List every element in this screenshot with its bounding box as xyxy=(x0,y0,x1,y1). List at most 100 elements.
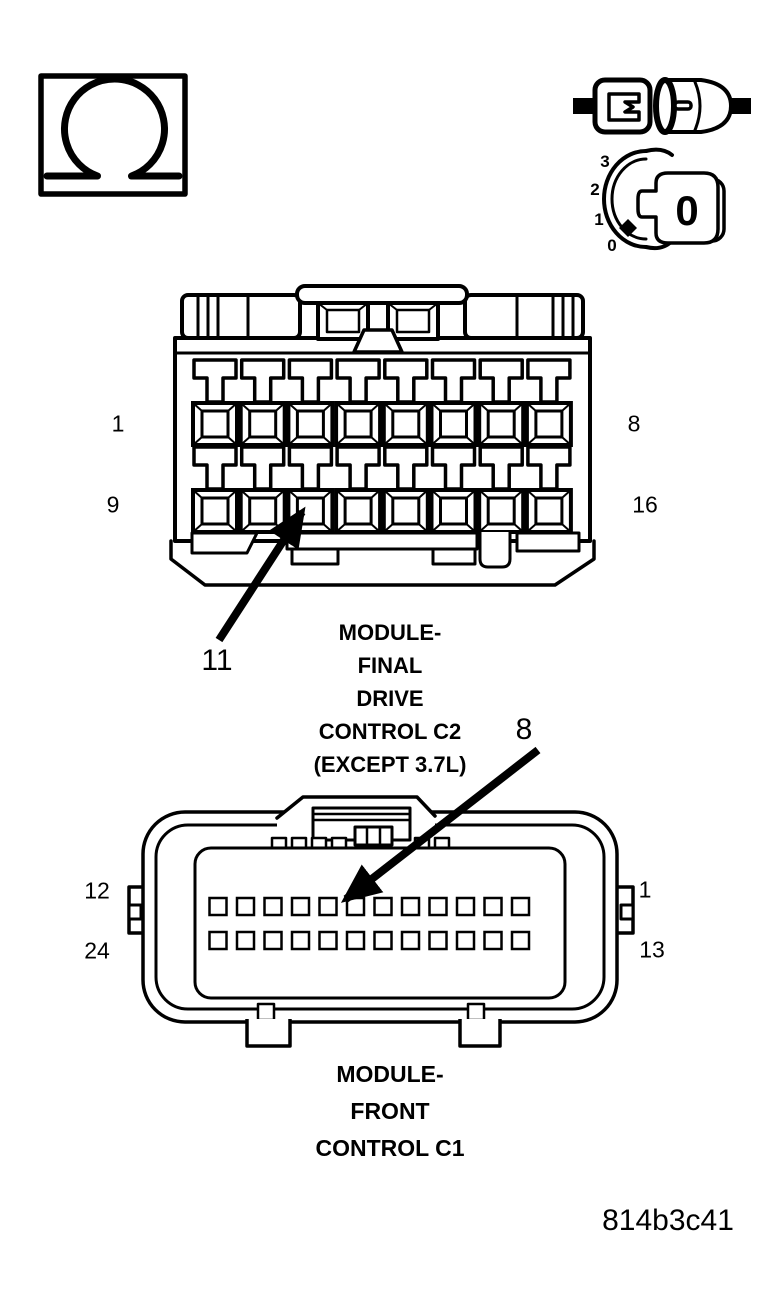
c1-pin xyxy=(373,896,393,917)
c2-terminal-bevel xyxy=(465,489,477,499)
c2-terminal-bevel xyxy=(513,523,524,533)
c1-latch xyxy=(270,795,451,856)
c2-terminal-bevel xyxy=(287,402,299,412)
ignition-position-3: 3 xyxy=(600,152,609,171)
c2-terminal-bevel xyxy=(513,489,524,499)
c2-latch xyxy=(295,284,469,354)
c2-terminal-bevel xyxy=(478,436,489,446)
c2-terminal-bevel xyxy=(240,402,251,412)
c2-terminal-bevel xyxy=(526,523,537,533)
c1-pin-label-12: 12 xyxy=(84,877,110,904)
c2-terminal-bevel xyxy=(513,436,524,446)
c2-terminal-bevel xyxy=(370,436,381,446)
c2-terminal-inner xyxy=(534,496,564,526)
c2-terminal-cells xyxy=(191,358,573,534)
c1-cavity xyxy=(193,846,567,1000)
key-face-number: 0 xyxy=(675,187,698,234)
c2-terminal-bevel xyxy=(561,523,572,533)
c1-title-line-2: FRONT xyxy=(350,1098,430,1124)
c2-terminal-bevel xyxy=(418,523,429,533)
c2-title: MODULE- FINAL DRIVE CONTROL C2 (EXCEPT 3… xyxy=(240,616,540,781)
c1-pin-label-1: 1 xyxy=(638,876,652,903)
c2-terminal-bevel xyxy=(322,489,334,499)
c2-terminal-bevel xyxy=(430,402,442,412)
c1-pin xyxy=(428,896,448,917)
c2-terminal-inner xyxy=(343,496,373,526)
c2-terminal-bevel xyxy=(227,436,238,446)
c1-pin xyxy=(263,930,283,951)
c1-pin xyxy=(483,896,503,917)
c2-terminal-bevel xyxy=(240,489,251,499)
c2-terminal-bevel xyxy=(227,489,238,499)
c2-terminal-bevel xyxy=(418,489,429,499)
c2-title-line-1: MODULE- xyxy=(338,620,442,645)
connector-c2-drawing xyxy=(169,284,596,587)
c2-terminal-bevel xyxy=(478,523,489,533)
c2-terminal-bevel xyxy=(370,523,381,533)
c2-title-line-5: (EXCEPT 3.7L) xyxy=(313,752,467,777)
c2-terminal-bevel xyxy=(192,523,203,533)
disconnect-connector-icon xyxy=(573,77,751,135)
c2-terminal-bevel xyxy=(287,489,299,499)
c2-terminal-bevel xyxy=(478,402,489,412)
c2-terminal-bevel xyxy=(335,489,346,499)
c2-terminal-bevel xyxy=(240,436,251,446)
c2-terminal-bevel xyxy=(465,523,477,533)
c2-pin-label-9: 9 xyxy=(106,491,120,518)
c2-pin-label-16: 16 xyxy=(632,491,658,518)
c1-pin xyxy=(290,930,311,951)
c1-pin xyxy=(483,930,503,951)
ohmmeter-icon xyxy=(38,73,188,197)
c2-terminal-inner xyxy=(486,496,516,526)
c2-terminal-bevel xyxy=(430,436,442,446)
c1-title: MODULE- FRONT CONTROL C1 xyxy=(240,1056,540,1167)
c2-terminal-inner xyxy=(486,409,516,439)
c1-bottom-tabs xyxy=(245,1002,502,1048)
c2-terminal-inner xyxy=(439,496,468,526)
c2-terminal-bevel xyxy=(561,436,572,446)
connector-c1-drawing xyxy=(127,795,635,1048)
c2-terminal-bevel xyxy=(561,402,572,412)
c2-terminal-bevel xyxy=(418,436,429,446)
c1-wing-right xyxy=(615,885,635,935)
c1-pin xyxy=(510,930,531,951)
c2-terminal-bevel xyxy=(335,436,346,446)
c2-terminal-bevel xyxy=(370,489,381,499)
c2-terminal-inner xyxy=(391,409,421,439)
ignition-position-0: 0 xyxy=(607,236,616,255)
c1-title-line-1: MODULE- xyxy=(336,1061,444,1087)
c1-pin xyxy=(455,896,476,917)
c2-terminal-bevel xyxy=(192,489,203,499)
c1-pin xyxy=(208,896,228,917)
c2-terminal-bevel xyxy=(526,436,537,446)
c1-pin xyxy=(235,930,256,951)
c1-pin xyxy=(208,930,228,951)
c2-bottom-skirt xyxy=(169,531,596,587)
c2-title-line-4: CONTROL C2 xyxy=(318,719,462,744)
c1-title-line-3: CONTROL C1 xyxy=(315,1135,465,1161)
c2-terminal-bevel xyxy=(192,402,203,412)
c2-terminal-bevel xyxy=(322,436,334,446)
c2-title-line-3: DRIVE xyxy=(356,686,424,711)
c2-terminal-inner xyxy=(200,496,230,526)
c2-top-block-right xyxy=(463,293,585,340)
c1-pin-grid xyxy=(208,896,531,951)
c2-terminal-bevel xyxy=(561,489,572,499)
c2-terminal-bevel xyxy=(465,436,477,446)
c2-terminal-inner xyxy=(248,409,278,439)
c1-pin xyxy=(345,930,366,951)
c2-terminal-bevel xyxy=(322,402,334,412)
c2-terminal-bevel xyxy=(335,402,346,412)
c2-title-line-2: FINAL xyxy=(357,653,423,678)
ignition-position-2: 2 xyxy=(590,180,599,199)
c1-pin xyxy=(373,930,393,951)
callout-pin-11: 11 xyxy=(201,644,233,677)
c2-terminal-bevel xyxy=(335,523,346,533)
c2-terminal-inner xyxy=(439,409,468,439)
c2-terminal-inner xyxy=(343,409,373,439)
c1-pin-label-13: 13 xyxy=(639,936,665,963)
c2-terminal-bevel xyxy=(526,489,537,499)
c1-pin xyxy=(400,930,421,951)
c2-terminal-inner xyxy=(200,409,230,439)
